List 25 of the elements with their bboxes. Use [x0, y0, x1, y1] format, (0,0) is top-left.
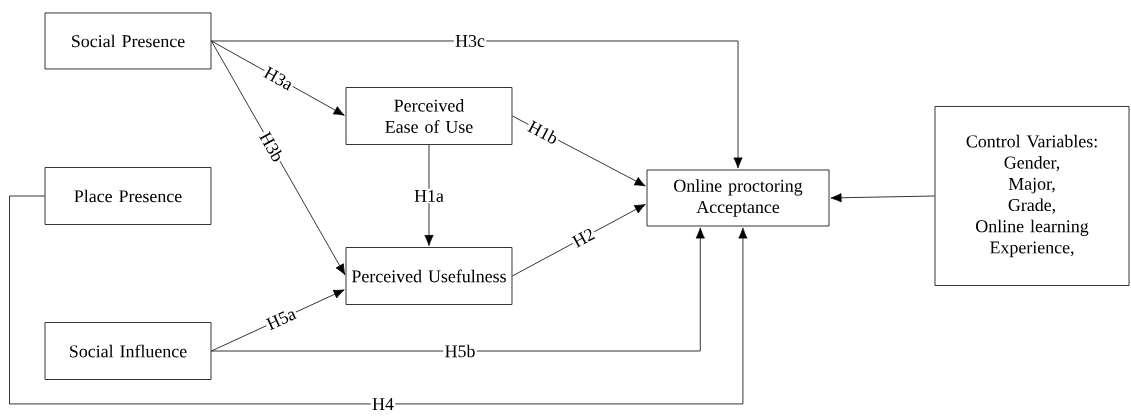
edge-label: H5a [263, 305, 299, 333]
arrow [830, 193, 935, 203]
arrow [512, 204, 646, 277]
edge-label: H1b [524, 117, 562, 147]
arrow [512, 115, 646, 187]
edge-label: H3c [453, 33, 487, 49]
variable-box: Place Presence [44, 167, 212, 225]
arrow [211, 40, 743, 169]
edge-label: H3a [260, 64, 297, 93]
arrow [211, 40, 346, 276]
edge-label: H2 [569, 225, 598, 250]
variable-box: Control Variables: Gender, Major, Grade, Online learning Experience, [934, 106, 1130, 286]
variable-box: Social Influence [44, 322, 212, 380]
variable-box: Perceived Usefulness [345, 247, 513, 305]
variable-box: Perceived Ease of Use [345, 87, 513, 145]
variable-box: Social Presence [44, 12, 212, 70]
edge-label: H3b [256, 128, 287, 166]
edge-label: H5b [443, 343, 477, 359]
arrow [424, 144, 434, 246]
arrow [211, 40, 345, 116]
edge-label: H1a [412, 188, 446, 204]
arrow [211, 227, 705, 352]
arrow [9, 195, 748, 405]
edge-label: H4 [370, 396, 396, 412]
variable-box: Online proctoring Acceptance [646, 169, 830, 227]
